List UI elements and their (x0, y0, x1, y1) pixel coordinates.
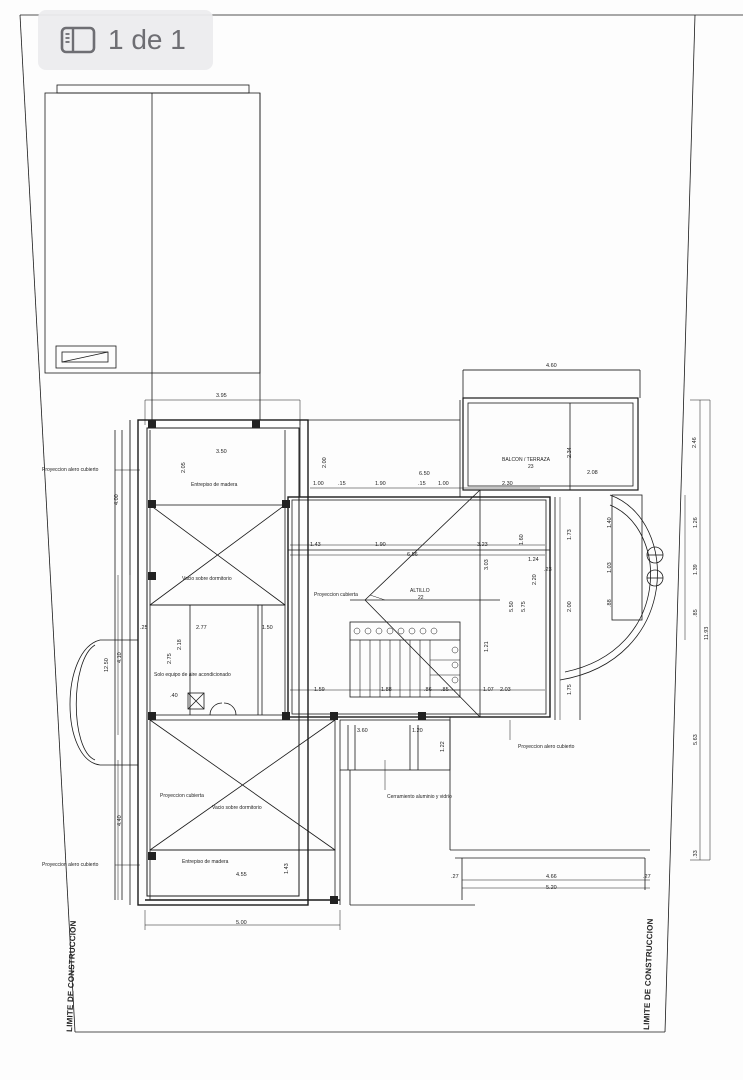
dim-text: 2.00 (567, 601, 573, 612)
dim-text: 4.66 (546, 874, 557, 880)
dim-text: 2.20 (532, 574, 538, 585)
dim-text: .88 (607, 599, 613, 607)
parking-sign (55, 345, 117, 369)
label-proy-cubierta-c: Proyeccion cubierta (314, 592, 358, 598)
label-balcon-tag: 23 (528, 464, 534, 470)
dim-text: .23 (544, 567, 552, 573)
dim-text: .85 (693, 609, 699, 617)
dim-text: 2.18 (177, 639, 183, 650)
dim-text: 1.39 (693, 564, 699, 575)
dim-text: 4.00 (114, 494, 120, 505)
page-counter: 1 de 1 (108, 24, 186, 55)
label-proy-cubierta-b: Proyeccion cubierta (160, 793, 204, 799)
dim-text: .40 (170, 693, 178, 699)
label-altillo: ALTILLO (410, 588, 430, 594)
dim-text: .27 (451, 874, 459, 880)
dim-text: 1.90 (375, 481, 386, 487)
dim-text: 6.56 (407, 552, 418, 558)
dim-text: 5.75 (521, 601, 527, 612)
dim-text: 3.50 (216, 449, 227, 455)
dim-text: 1.43 (284, 863, 290, 874)
dim-text: 2.46 (692, 437, 698, 448)
dim-text: .15 (338, 481, 346, 487)
parking-block (44, 92, 261, 374)
dim-text: .15 (418, 481, 426, 487)
dim-text: 3.60 (357, 728, 368, 734)
dim-text: 2.75 (167, 653, 173, 664)
label-vacio-top: Vacio sobre dormitorio (182, 576, 232, 582)
stairs (349, 621, 461, 698)
label-limite-left: LIMITE DE CONSTRUCCION (65, 920, 78, 1032)
dim-text: 1.43 (310, 542, 321, 548)
dim-text: 1.50 (262, 625, 273, 631)
parking-cap (56, 84, 250, 94)
label-proy-alero-bl: Proyeccion alero cubierto (42, 862, 99, 868)
dim-text: 1.59 (314, 687, 325, 693)
dim-text: 5.50 (509, 601, 515, 612)
dim-text: 11.93 (704, 627, 710, 640)
dim-text: 3.23 (477, 542, 488, 548)
label-entrepiso-top: Entrepiso de madera (191, 482, 238, 488)
label-entrepiso-bottom: Entrepiso de madera (182, 859, 229, 865)
dim-text: 1.00 (313, 481, 324, 487)
label-altillo-tag: 22 (418, 595, 424, 601)
label-limite-right: LIMITE DE CONSTRUCCION (642, 918, 655, 1030)
dim-text: 1.03 (607, 562, 613, 573)
dim-text: 2.08 (587, 470, 598, 476)
sidebar-toggle-icon[interactable] (60, 26, 96, 54)
dim-text: 5.00 (236, 920, 247, 926)
dim-text: 2.03 (500, 687, 511, 693)
label-proy-alero-r: Proyeccion alero cubierto (518, 744, 575, 750)
dim-text: 1.26 (693, 517, 699, 528)
dim-text: 2.34 (567, 447, 573, 458)
balcony (462, 397, 639, 491)
dim-text: 1.24 (528, 557, 539, 563)
label-vacio-bottom: Vacio sobre dormitorio (212, 805, 262, 811)
dim-text: 1.07 (483, 687, 494, 693)
dim-text: .25 (140, 625, 148, 631)
dim-text: .27 (643, 874, 651, 880)
label-balcon: BALCON / TERRAZA (502, 457, 551, 463)
dim-text: 12.50 (104, 658, 110, 672)
dim-text: 1.40 (607, 517, 613, 528)
dim-text: .85 (441, 687, 449, 693)
dim-text: 4.60 (546, 363, 557, 369)
dim-text: 1.21 (484, 641, 490, 652)
dim-text: 1.20 (412, 728, 423, 734)
dim-text: 1.88 (381, 687, 392, 693)
dim-text: 6.50 (419, 471, 430, 477)
dim-text: 1.73 (567, 529, 573, 540)
dim-text: 4.55 (236, 872, 247, 878)
dim-text: 4.10 (117, 652, 123, 663)
dim-text: 1.60 (519, 534, 525, 545)
dim-text: 1.75 (567, 684, 573, 695)
dim-text: 2.00 (322, 457, 328, 468)
dim-text: 3.95 (216, 393, 227, 399)
left-wing (137, 419, 309, 906)
dim-text: .86 (424, 687, 432, 693)
site-right-line (664, 14, 696, 1033)
label-cerramiento: Cerramiento aluminio y vidrio (387, 794, 452, 800)
site-left-line (19, 14, 76, 1033)
dim-text: 2.05 (181, 462, 187, 473)
dim-text: .33 (693, 850, 699, 858)
label-solo-equipo: Solo equipo de aire acondicionado (154, 672, 231, 678)
dim-text: 5.20 (546, 885, 557, 891)
label-proy-alero-tl: Proyeccion alero cubierto (42, 467, 99, 473)
dim-text: 1.22 (440, 741, 446, 752)
dim-text: 2.30 (502, 481, 513, 487)
dim-text: 2.77 (196, 625, 207, 631)
dim-text: 1.90 (375, 542, 386, 548)
dim-text: 5.63 (693, 734, 699, 745)
page-indicator[interactable]: 1 de 1 (38, 10, 213, 70)
dim-text: 3.03 (484, 559, 490, 570)
dim-text: 1.00 (438, 481, 449, 487)
dim-text: 4.40 (117, 815, 123, 826)
